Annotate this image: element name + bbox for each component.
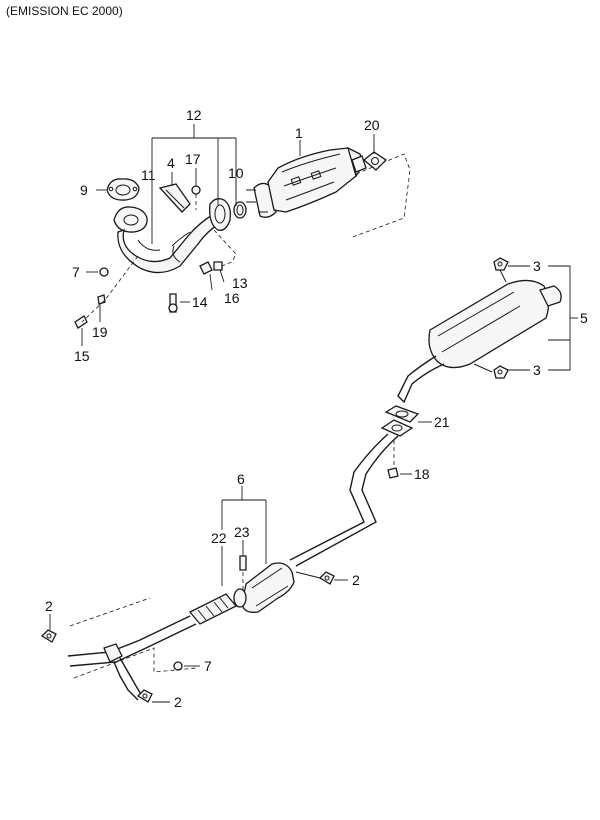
gasket-20 — [362, 151, 388, 171]
callout-labels: 1 20 12 4 17 11 10 9 7 13 14 16 19 15 3 … — [45, 107, 588, 710]
callout-14: 14 — [192, 294, 208, 310]
center-pipe-flange — [380, 419, 414, 437]
callout-4: 4 — [167, 155, 175, 171]
leader-lines — [49, 124, 578, 703]
gasket-21 — [384, 405, 420, 423]
hanger-2-left — [40, 629, 57, 643]
catalytic-converter — [246, 146, 411, 239]
nut-17 — [191, 185, 201, 195]
rear-muffler-assembly — [397, 257, 562, 404]
callout-7a: 7 — [72, 264, 80, 280]
callout-20: 20 — [364, 117, 380, 133]
callout-15: 15 — [74, 348, 90, 364]
callout-13: 13 — [232, 275, 248, 291]
callout-22: 22 — [211, 530, 227, 546]
stud-15 — [74, 315, 88, 329]
hanger-3-top — [493, 257, 509, 271]
gasket-9 — [106, 178, 140, 201]
tail-pipe — [539, 285, 562, 307]
callout-23: 23 — [234, 524, 250, 540]
callout-19: 19 — [92, 324, 108, 340]
pipe-outlet-flange — [209, 198, 232, 231]
bracket-4 — [158, 183, 191, 213]
callout-6: 6 — [237, 471, 245, 487]
callout-5: 5 — [580, 310, 588, 326]
callout-9: 9 — [80, 182, 88, 198]
front-pipe-assembly — [74, 178, 247, 329]
callout-17: 17 — [185, 151, 201, 167]
callout-1: 1 — [295, 125, 303, 141]
muffler-inlet-pipe — [397, 355, 445, 404]
center-pipe-assembly — [40, 419, 414, 703]
hanger-2-mid — [318, 571, 335, 585]
hanger-2-bottom — [136, 689, 153, 703]
flex-pipe — [188, 593, 238, 625]
callout-11: 11 — [141, 167, 156, 183]
nut-18 — [387, 467, 399, 479]
callout-2a: 2 — [352, 572, 360, 588]
callout-10: 10 — [228, 165, 244, 181]
callout-2b: 2 — [45, 598, 53, 614]
callout-12: 12 — [186, 107, 202, 123]
callout-18: 18 — [414, 466, 430, 482]
bolt-19 — [97, 294, 106, 305]
center-pipe — [289, 433, 389, 561]
hanger-3-bottom — [493, 365, 509, 379]
gasket-10 — [233, 201, 247, 219]
nut-7-front — [99, 267, 109, 277]
clamp-22 — [233, 588, 247, 608]
manifold-flange — [113, 206, 148, 233]
pre-muffler — [241, 562, 295, 613]
bolt-23 — [239, 555, 247, 571]
callout-16: 16 — [224, 290, 240, 306]
bolt-13 — [213, 261, 223, 271]
callout-7b: 7 — [204, 658, 212, 674]
nut-7-rear — [173, 661, 183, 671]
nut-16 — [199, 261, 213, 275]
converter-shell — [267, 147, 358, 213]
pipe-front-flange — [103, 643, 123, 663]
page-title: (EMISSION EC 2000) — [6, 4, 123, 18]
callout-3a: 3 — [533, 258, 541, 274]
callout-3b: 3 — [533, 362, 541, 378]
callout-2c: 2 — [174, 694, 182, 710]
callout-21: 21 — [434, 414, 450, 430]
converter-outlet — [351, 155, 367, 173]
